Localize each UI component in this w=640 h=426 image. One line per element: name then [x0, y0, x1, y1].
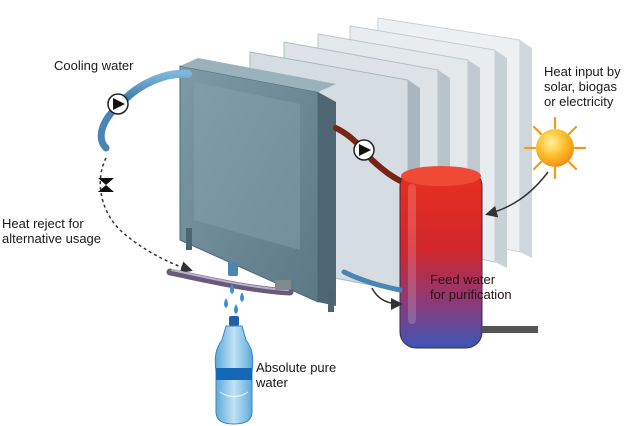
cooling-loop — [97, 69, 193, 273]
cooling-loop-dashed — [99, 157, 193, 273]
panel-front-top — [180, 58, 336, 92]
label-heat-input: Heat input by solar, biogas or electrici… — [544, 64, 621, 109]
drip-nozzle — [228, 262, 238, 276]
label-pure-water: Absolute pure water — [256, 360, 336, 390]
panel-leg-left — [186, 228, 192, 250]
heat-pipe — [333, 125, 411, 187]
label-heat-reject-line2: alternative usage — [2, 231, 102, 246]
label-heat-input-line3: or electricity — [544, 94, 614, 109]
label-feed-water-line2: for purification — [430, 287, 512, 302]
feed-tank — [341, 166, 538, 349]
label-pure-water-line1: Absolute pure — [256, 360, 337, 375]
label-cooling-water: Cooling water — [54, 58, 134, 73]
panel-front-side — [318, 92, 336, 306]
droplets — [224, 284, 244, 314]
label-heat-input-line1: Heat input by — [544, 64, 621, 79]
droplet-icon — [240, 292, 244, 302]
label-heat-reject: Heat reject for alternative usage — [2, 216, 101, 246]
bottle-icon — [214, 316, 254, 425]
red-pipe — [333, 125, 411, 187]
cooling-pipe — [120, 69, 192, 104]
droplet-icon — [230, 284, 234, 294]
feed-water-arrow — [371, 287, 403, 310]
panel-connector — [275, 280, 291, 290]
droplet-icon — [224, 298, 228, 308]
tank-top — [401, 166, 481, 186]
pump-icon — [107, 93, 129, 115]
label-heat-input-line2: solar, biogas — [544, 79, 617, 94]
panel-back-4-edge — [495, 50, 507, 268]
collection-trough — [166, 262, 294, 296]
panel-front-inner-sheen — [194, 82, 300, 250]
tank-blue-pipe — [341, 269, 403, 293]
droplet-icon — [234, 304, 238, 314]
label-heat-reject-line1: Heat reject for — [2, 216, 84, 231]
valve-icon — [98, 178, 114, 192]
cooling-pipe-down — [97, 108, 116, 152]
pump-icon — [353, 139, 375, 161]
tank-outlet-pipe — [482, 326, 538, 333]
label-feed-water-line1: Feed water — [430, 272, 496, 287]
tank-shine — [408, 184, 416, 324]
panel-leg-right — [328, 290, 334, 312]
heat-input-arrow — [485, 171, 549, 218]
trough — [166, 268, 294, 296]
sun-icon — [523, 116, 587, 180]
label-pure-water-line2: water — [256, 375, 288, 390]
label-feed-water: Feed water for purification — [430, 272, 512, 302]
